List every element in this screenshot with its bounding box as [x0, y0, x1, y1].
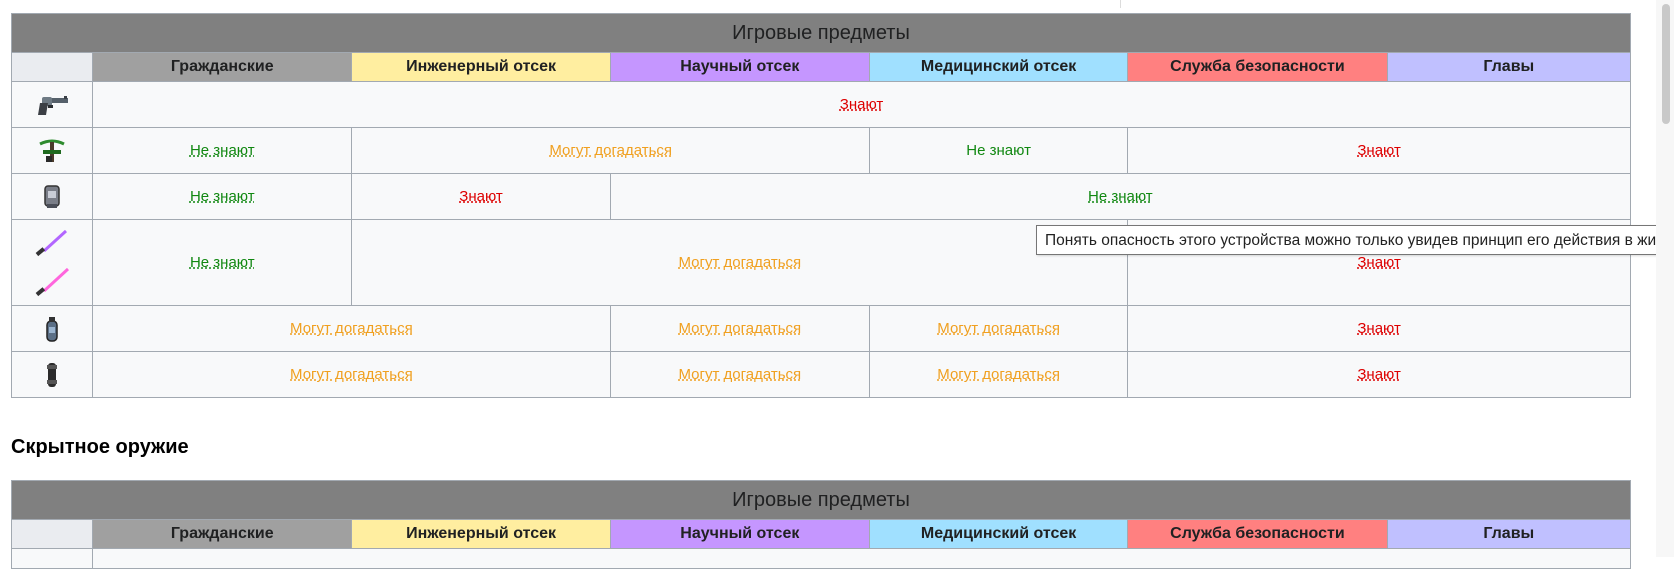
baton-icon — [47, 362, 58, 387]
row-icon-cell — [10, 173, 94, 220]
may-guess-label[interactable]: Могут догадаться — [678, 320, 802, 337]
table-row: Знают — [10, 81, 1631, 128]
table-row: Не знают Могут догадаться Не знают Знают — [10, 127, 1631, 174]
header-heads: Главы — [1386, 519, 1632, 549]
dont-know-label[interactable]: Не знают — [189, 142, 255, 159]
know-label[interactable]: Знают — [1357, 320, 1401, 337]
header-civilian: Гражданские — [92, 519, 353, 549]
cell-medical[interactable]: Могут догадаться — [868, 305, 1129, 352]
cell-medical: Не знают — [868, 127, 1129, 174]
header-engineering: Инженерный отсек — [351, 52, 611, 82]
know-label[interactable]: Знают — [839, 96, 884, 113]
may-guess-label[interactable]: Могут догадаться — [937, 366, 1060, 383]
cell-engineering-to-medical[interactable]: Могут догадаться — [351, 219, 1129, 306]
game-items-table-2: Игровые предметы Гражданские Инженерный … — [10, 480, 1632, 569]
dont-know-label[interactable]: Не знают — [189, 254, 255, 271]
cell-all-know[interactable]: Знают — [92, 81, 1631, 128]
cell-security-heads[interactable]: Знают — [1127, 351, 1631, 398]
cell-civilian[interactable]: Не знают — [92, 173, 353, 220]
tooltip: Понять опасность этого устройства можно … — [1036, 225, 1674, 255]
table-row: Не знают Могут догадаться Знают — [10, 219, 1631, 306]
header-science: Научный отсек — [609, 519, 871, 549]
table-row: Могут догадаться Могут догадаться Могут … — [10, 351, 1631, 398]
may-guess-label[interactable]: Могут догадаться — [290, 320, 413, 337]
cell-security-heads[interactable]: Знают — [1127, 305, 1631, 352]
header-security: Служба безопасности — [1127, 519, 1388, 549]
cell-civilian[interactable]: Не знают — [92, 219, 353, 306]
cell-civilian-engineering[interactable]: Могут догадаться — [92, 351, 611, 398]
grenade-icon — [46, 316, 58, 342]
row-icon-cell — [10, 127, 94, 174]
section-title: Скрытное оружие — [11, 436, 189, 458]
row-icon-cell — [10, 351, 94, 398]
cell-engineering[interactable]: Знают — [351, 173, 611, 220]
may-guess-label[interactable]: Могут догадаться — [678, 366, 802, 383]
header-civilian: Гражданские — [92, 52, 353, 82]
dont-know-label[interactable]: Не знают — [1088, 188, 1153, 205]
cell-medical[interactable]: Могут догадаться — [868, 351, 1129, 398]
header-medical: Медицинский отсек — [868, 52, 1129, 82]
may-guess-label[interactable]: Могут догадаться — [290, 366, 413, 383]
top-divider-line — [1120, 0, 1121, 8]
header-heads: Главы — [1386, 52, 1632, 82]
table-row: Не знают Знают Не знают — [10, 173, 1632, 220]
header-corner — [10, 519, 94, 549]
know-label[interactable]: Знают — [1357, 142, 1401, 159]
energy-sword-icon — [35, 229, 70, 296]
game-items-table: Игровые предметы Гражданские Инженерный … — [10, 13, 1632, 398]
cell-security-heads[interactable]: Знают — [1127, 127, 1631, 174]
header-science: Научный отсек — [609, 52, 871, 82]
cell-science[interactable]: Могут догадаться — [609, 305, 871, 352]
row-icon-cell — [10, 81, 94, 128]
row-icon-cell — [10, 219, 94, 306]
revolver-icon — [38, 95, 69, 115]
scrollbar-thumb[interactable] — [1662, 4, 1670, 124]
may-guess-label[interactable]: Могут догадаться — [549, 142, 673, 159]
header-engineering: Инженерный отсек — [351, 519, 611, 549]
may-guess-label[interactable]: Могут догадаться — [678, 254, 802, 271]
table-caption: Игровые предметы — [11, 13, 1631, 53]
table-row — [10, 548, 1631, 569]
header-security: Служба безопасности — [1127, 52, 1388, 82]
table-header-row: Гражданские Инженерный отсек Научный отс… — [10, 519, 1632, 549]
row-icon-cell — [10, 548, 94, 569]
table-caption: Игровые предметы — [11, 480, 1631, 520]
dont-know-label[interactable]: Не знают — [189, 188, 255, 205]
header-medical: Медицинский отсек — [868, 519, 1129, 549]
cell-civilian-engineering[interactable]: Могут догадаться — [92, 305, 611, 352]
cell-science[interactable]: Могут догадаться — [609, 351, 871, 398]
cell-engineering-science[interactable]: Могут догадаться — [351, 127, 870, 174]
know-label[interactable]: Знают — [1357, 366, 1401, 383]
row-icon-cell — [10, 305, 94, 352]
header-corner — [10, 52, 94, 82]
crossbow-icon — [39, 139, 65, 162]
may-guess-label[interactable]: Могут догадаться — [937, 320, 1060, 337]
cell-science-to-heads[interactable]: Не знают — [609, 173, 1632, 220]
gloves-icon — [44, 184, 60, 208]
row-cell — [92, 548, 1631, 569]
table-header-row: Гражданские Инженерный отсек Научный отс… — [10, 52, 1632, 82]
know-label[interactable]: Знают — [459, 188, 503, 205]
page-scrollbar[interactable] — [1656, 0, 1674, 557]
table-row: Могут догадаться Могут догадаться Могут … — [10, 305, 1631, 352]
cell-civilian[interactable]: Не знают — [92, 127, 353, 174]
know-label[interactable]: Знают — [1357, 254, 1401, 271]
dont-know-text: Не знают — [966, 142, 1031, 159]
